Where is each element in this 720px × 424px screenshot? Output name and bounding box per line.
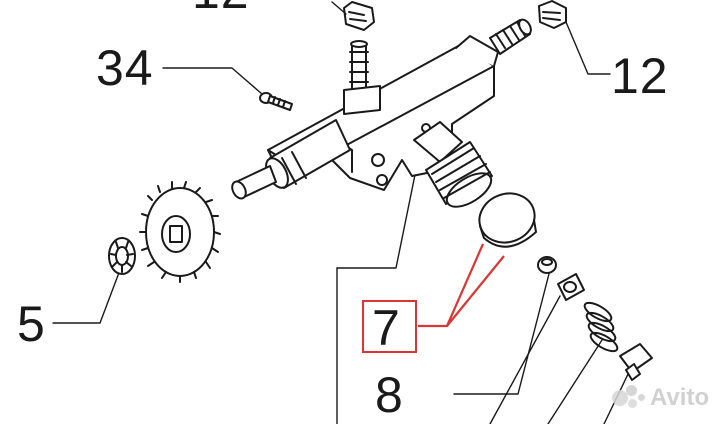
screw: [259, 92, 293, 111]
spring: [583, 301, 619, 353]
pump-cylinder: [231, 119, 351, 200]
callout-number-cap: 7: [372, 300, 401, 356]
threaded-inlet: [489, 18, 532, 55]
watermark-text: Avito: [650, 384, 710, 411]
highlight-pointer: [418, 243, 505, 328]
top-hose-clamp: [343, 1, 375, 31]
callout-number-clamp: 12: [611, 48, 669, 104]
avito-dots-logo-icon: [612, 385, 646, 411]
callout-number-washer: 5: [17, 296, 46, 352]
callout-number-ball: 8: [375, 367, 404, 423]
valve-fitting: [619, 343, 653, 381]
leader-lines: [52, 1, 631, 424]
outlet-thread: [413, 121, 493, 208]
hose-clamp-right: [538, 0, 567, 29]
gear: [139, 181, 221, 283]
check-ball: [537, 256, 557, 274]
spring-seat: [557, 273, 585, 301]
callout-number-screw: 34: [96, 40, 154, 96]
avito-watermark: Avito: [612, 384, 709, 412]
seal-cap: [478, 192, 537, 248]
toothed-washer: [108, 237, 136, 275]
callout-number-top-partial: 12: [192, 0, 250, 16]
highlight-box: [362, 300, 417, 353]
